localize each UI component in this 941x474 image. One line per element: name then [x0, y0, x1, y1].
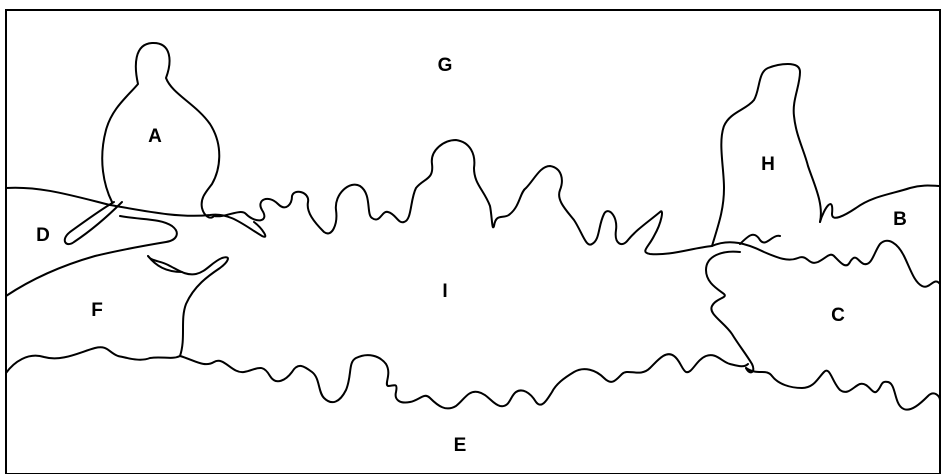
region-b-top-boundary [819, 184, 941, 223]
region-label-d: D [36, 225, 50, 246]
region-label-f: F [91, 300, 103, 321]
region-i-bottom-boundary [179, 353, 749, 410]
region-label-h: H [761, 154, 775, 175]
region-label-b: B [893, 209, 907, 230]
region-i-top-boundary [213, 139, 713, 256]
region-b-c-boundary [711, 239, 941, 288]
region-d-f-boundary [5, 215, 178, 297]
region-label-a: A [148, 126, 162, 147]
figure-h-outline [711, 63, 822, 247]
region-c-left-boundary [705, 250, 755, 374]
figure-a-outline [101, 41, 221, 219]
region-label-i: I [442, 281, 447, 302]
region-c-bottom-boundary [745, 367, 941, 411]
region-h-b-junction [739, 233, 781, 245]
region-d-inlet [147, 255, 183, 273]
region-label-e: E [454, 435, 467, 456]
region-f-right-boundary [147, 255, 229, 357]
region-f-bottom-boundary [5, 346, 181, 374]
figure-a-arm [63, 201, 123, 246]
region-label-c: C [831, 305, 845, 326]
region-label-g: G [438, 55, 453, 76]
region-d-top-boundary [5, 186, 267, 238]
